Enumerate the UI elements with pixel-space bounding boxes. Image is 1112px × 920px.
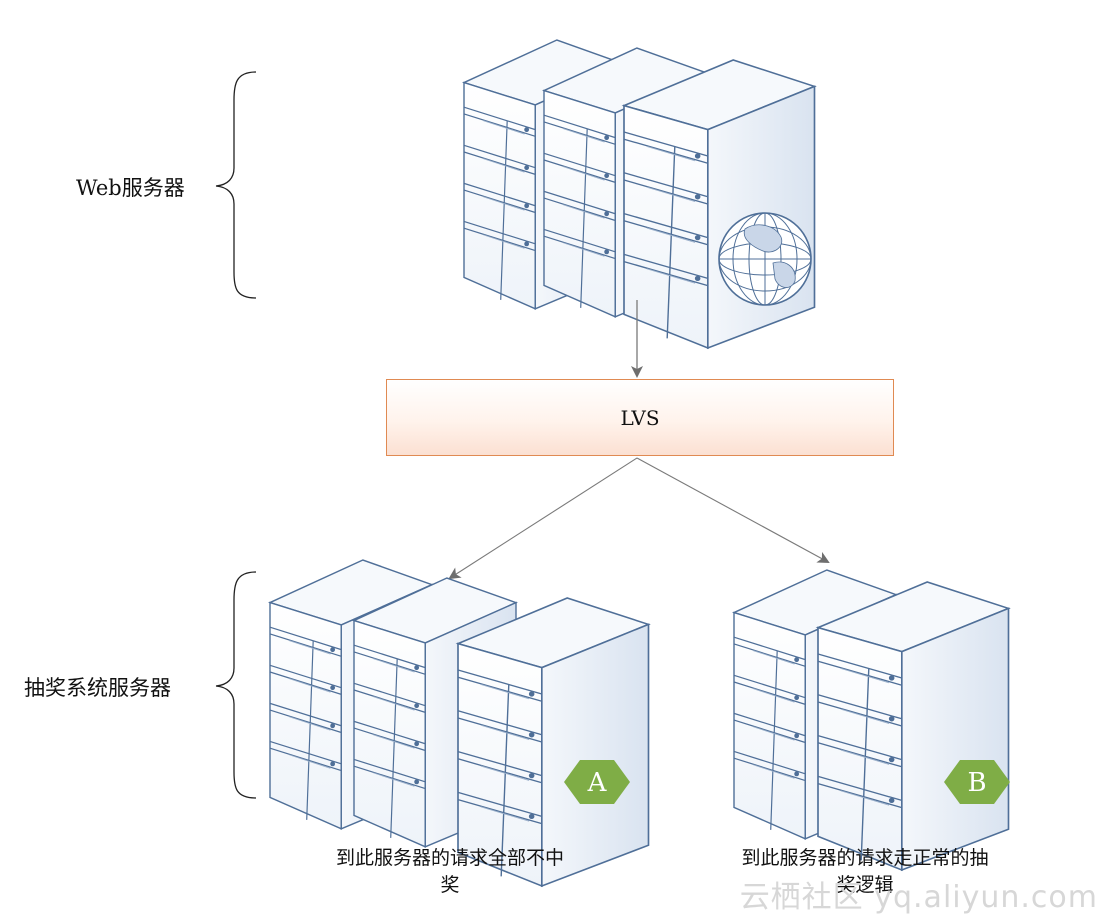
badge-b: B [944,760,1010,804]
web-server-3 [623,59,816,349]
svg-text:B: B [967,768,986,798]
web-group-label: Web服务器 [76,176,185,200]
caption-b: 到此服务器的请求走正常的抽 奖逻辑 [700,845,1030,899]
cluster-b: B [733,569,1010,871]
globe-icon [718,212,812,306]
caption-a: 到此服务器的请求全部不中 奖 [300,845,600,899]
caption-a-line1: 到此服务器的请求全部不中 [335,847,564,869]
web-group-bracket [215,71,257,299]
caption-b-line1: 到此服务器的请求走正常的抽 [741,847,989,869]
arrow-lvs-to-a [448,457,638,580]
a-server-3 [457,597,650,887]
caption-a-line2: 奖 [440,874,460,896]
watermark: 云栖社区 yq.aliyun.com [739,880,1098,915]
lvs-box: LVS [386,379,894,456]
svg-text:A: A [587,768,608,798]
lvs-label: LVS [620,405,660,430]
arrow-lvs-to-b [636,457,830,563]
b-server-2 [817,581,1010,871]
badge-a: A [564,760,630,804]
lottery-group-label: 抽奖系统服务器 [24,676,171,700]
cluster-a: A [269,559,650,887]
lottery-group-bracket [215,571,257,799]
caption-b-line2: 奖逻辑 [836,874,894,896]
